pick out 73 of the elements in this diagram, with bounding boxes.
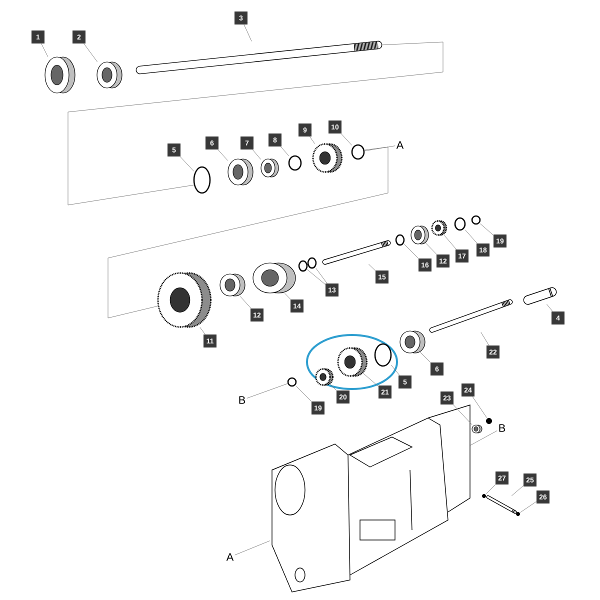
reference-letter: A bbox=[226, 553, 234, 561]
leader-line bbox=[84, 44, 98, 62]
leader-line bbox=[307, 269, 326, 285]
leader-line bbox=[362, 372, 378, 386]
pin-drawing bbox=[482, 494, 486, 498]
leader-line bbox=[486, 484, 496, 494]
leader-line bbox=[310, 136, 316, 144]
bearing-drawing bbox=[410, 226, 429, 244]
leader-line bbox=[472, 396, 488, 418]
bearing-drawing bbox=[472, 424, 482, 434]
leader-line bbox=[234, 540, 270, 556]
gear-drawing bbox=[337, 347, 368, 377]
leader-line bbox=[444, 235, 456, 250]
shaft-drawing bbox=[523, 287, 557, 305]
leader-line bbox=[391, 364, 400, 376]
pin-drawing bbox=[486, 418, 492, 424]
leader-line bbox=[404, 244, 418, 258]
leader-line bbox=[41, 44, 48, 57]
leader-line bbox=[296, 386, 312, 402]
reference-letter: B bbox=[239, 396, 246, 404]
leader-line bbox=[340, 134, 352, 146]
leader-line bbox=[218, 150, 228, 161]
shaft-drawing bbox=[429, 299, 513, 333]
gear-drawing bbox=[157, 272, 212, 328]
ring-drawing bbox=[471, 215, 481, 225]
pin-drawing bbox=[516, 512, 520, 516]
leader-line bbox=[246, 383, 288, 398]
ring-drawing bbox=[307, 257, 317, 269]
shaft-drawing bbox=[486, 495, 517, 514]
bearing-drawing bbox=[220, 274, 246, 296]
leader-line bbox=[364, 146, 396, 152]
leader-line bbox=[368, 264, 376, 271]
housing-drawing bbox=[272, 404, 470, 592]
leader-line bbox=[420, 352, 430, 362]
gear-drawing bbox=[312, 143, 342, 173]
leader-line bbox=[330, 384, 336, 390]
leader-line bbox=[180, 156, 194, 172]
bearing-drawing bbox=[228, 158, 254, 186]
ring-drawing bbox=[454, 217, 466, 231]
leader-line bbox=[280, 146, 289, 156]
ring-drawing bbox=[395, 234, 405, 246]
leader-line bbox=[453, 404, 472, 425]
gear-drawing bbox=[431, 220, 448, 236]
leader-line bbox=[244, 24, 252, 42]
shaft-drawing bbox=[322, 240, 391, 265]
leader-line bbox=[465, 230, 478, 244]
ring-drawing bbox=[287, 377, 297, 387]
ring-drawing bbox=[298, 260, 308, 272]
leader-line bbox=[520, 501, 536, 513]
leader-line bbox=[316, 268, 328, 284]
ring-drawing bbox=[374, 343, 392, 367]
leader-line bbox=[252, 150, 261, 160]
leader-line bbox=[511, 486, 524, 496]
leader-line bbox=[200, 327, 206, 334]
leader-line bbox=[480, 223, 494, 236]
leader-line bbox=[240, 296, 252, 308]
ring-drawing bbox=[351, 144, 365, 160]
shaft-drawing bbox=[136, 40, 382, 74]
bearing-drawing bbox=[400, 330, 426, 354]
ring-drawing bbox=[288, 155, 302, 171]
leader-line bbox=[284, 293, 291, 300]
leader-line bbox=[546, 304, 553, 312]
leader-line bbox=[425, 242, 437, 254]
ring-drawing bbox=[193, 166, 211, 194]
leader-line bbox=[470, 430, 498, 446]
bearing-drawing bbox=[260, 158, 279, 178]
gear-drawing bbox=[315, 368, 334, 386]
leader-line bbox=[480, 332, 490, 346]
bearing-drawing bbox=[96, 62, 122, 88]
bearing-drawing bbox=[44, 56, 76, 94]
bearing-drawing bbox=[252, 262, 296, 294]
reference-letter: B bbox=[499, 424, 506, 432]
reference-letter: A bbox=[396, 141, 404, 149]
